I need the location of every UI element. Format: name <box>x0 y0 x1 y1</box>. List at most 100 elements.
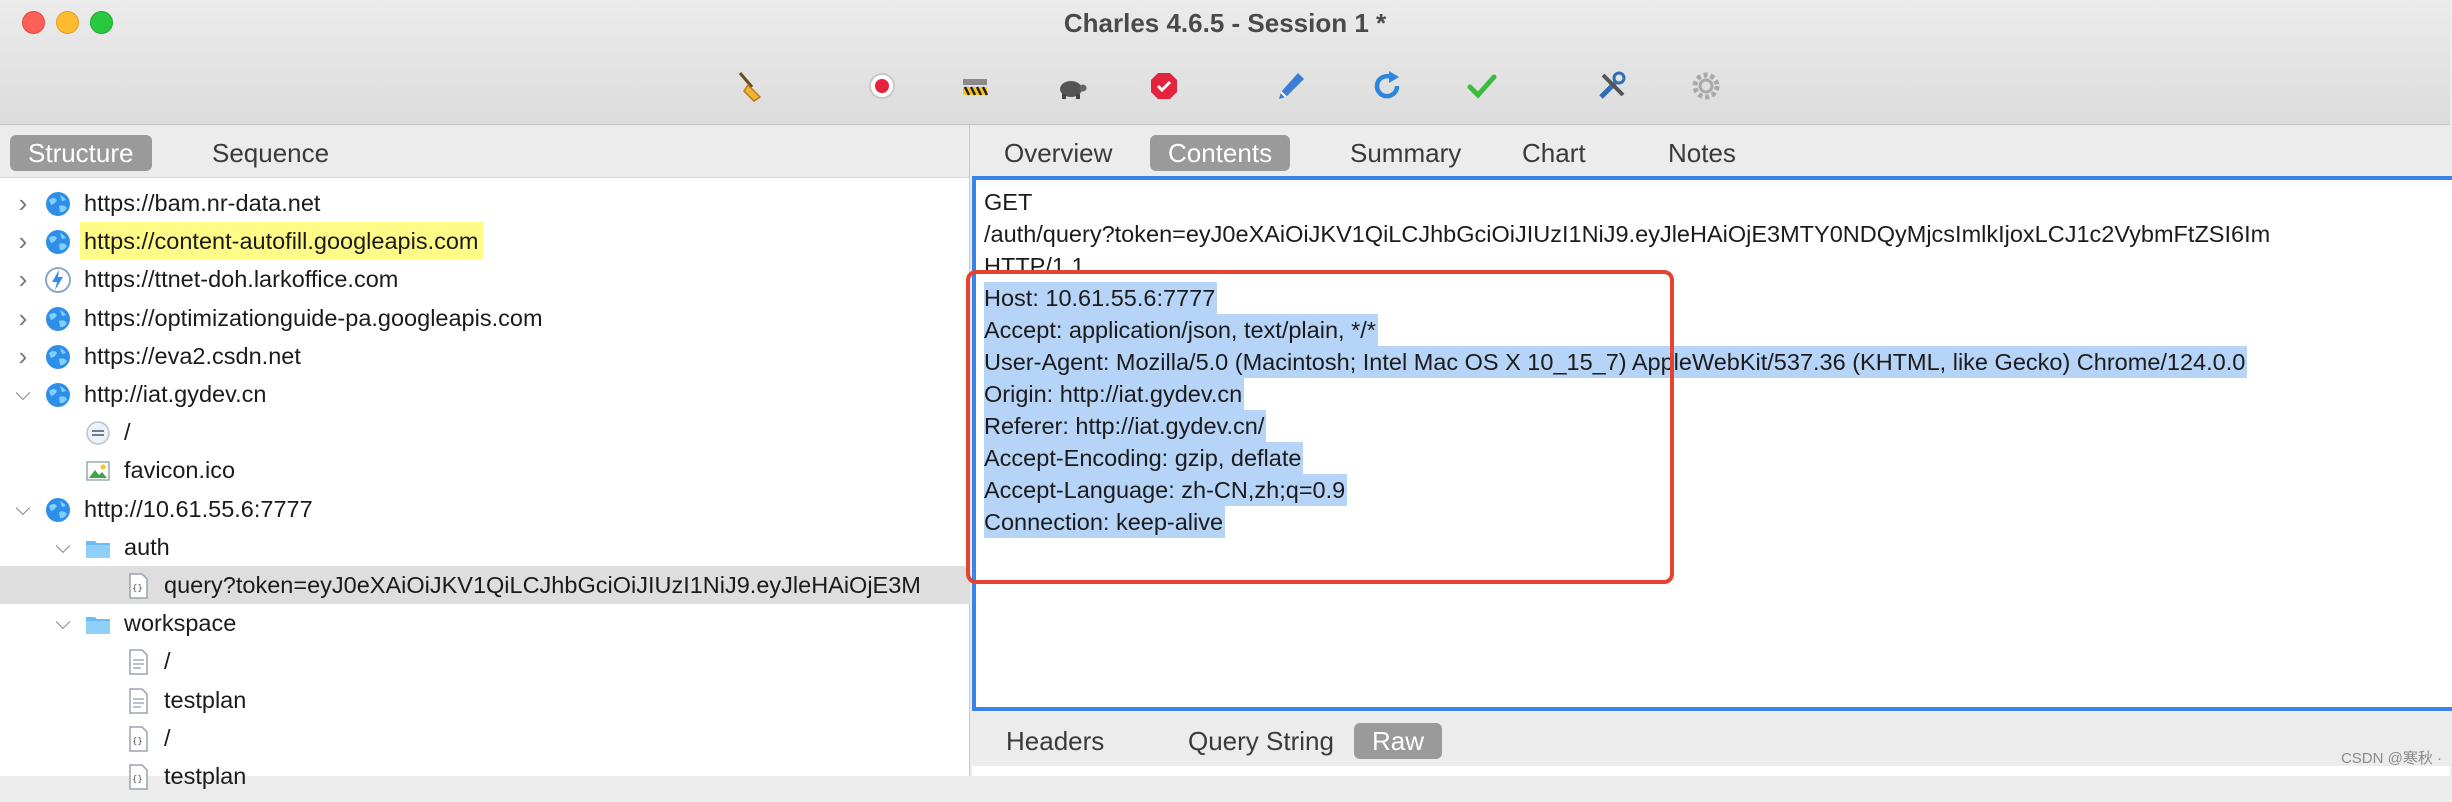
tools-button[interactable] <box>1592 66 1632 106</box>
chevron-right-icon[interactable]: › <box>18 264 28 295</box>
tree-row[interactable]: ⌵ http://iat.gydev.cn <box>0 375 970 413</box>
turtle-button[interactable] <box>1051 66 1091 106</box>
tree-row[interactable]: {} testplan <box>0 757 970 795</box>
tab-raw[interactable]: Raw <box>1354 723 1443 759</box>
tree-item-label: auth <box>124 533 170 560</box>
tree-row[interactable]: ⌵ workspace <box>0 604 970 642</box>
throttle-button[interactable] <box>955 66 995 106</box>
tree-item-label: query?token=eyJ0eXAiOiJKV1QiLCJhbGciOiJI… <box>164 572 921 598</box>
tree-row[interactable]: › https://optimizationguide-pa.googleapis… <box>0 299 970 337</box>
tab-chart[interactable]: Chart <box>1522 138 1586 168</box>
globe-icon <box>44 343 72 371</box>
header-line: Host: 10.61.55.6:7777 <box>984 282 1218 314</box>
chevron-down-icon[interactable]: ⌵ <box>55 612 71 635</box>
tree-row[interactable]: / <box>0 642 970 680</box>
bolt-icon <box>44 266 72 294</box>
minimize-window-button[interactable] <box>56 11 79 34</box>
tree-row[interactable]: › https://bam.nr-data.net <box>0 184 970 222</box>
tree-item-label: favicon.ico <box>124 457 236 484</box>
chevron-down-icon[interactable]: ⌵ <box>15 383 31 405</box>
chevron-right-icon[interactable]: › <box>18 302 28 333</box>
tree-item-label: workspace <box>124 610 237 637</box>
svg-text:{}: {} <box>132 775 143 785</box>
header-line: Connection: keep-alive <box>984 506 1226 538</box>
globe-icon <box>44 228 72 256</box>
doc-icon <box>124 687 152 715</box>
throttle-icon <box>963 79 989 96</box>
tab-query-string[interactable]: Query String <box>1188 726 1334 756</box>
tree-item-label: / <box>164 648 171 675</box>
chevron-down-icon[interactable]: ⌵ <box>15 497 31 520</box>
close-window-button[interactable] <box>22 11 45 34</box>
raw-content-area[interactable] <box>972 766 2450 776</box>
window-title: Charles 4.6.5 - Session 1 * <box>1063 8 1387 38</box>
tab-overview[interactable]: Overview <box>1004 138 1113 168</box>
folder-icon <box>84 610 112 638</box>
tab-structure[interactable]: Structure <box>10 135 152 171</box>
validate-button[interactable] <box>1462 66 1502 106</box>
chevron-right-icon[interactable]: › <box>18 340 28 371</box>
globe-icon <box>44 496 72 524</box>
tree-row[interactable]: › https://content-autofill.googleapis.com <box>0 222 970 261</box>
globe-icon <box>44 381 72 409</box>
tree-item-label: testplan <box>164 763 247 789</box>
tree-row[interactable]: {} / <box>0 719 970 757</box>
tree-row[interactable]: ⌵http://10.61.55.6:7777 <box>0 490 970 528</box>
json-icon: {} <box>124 725 152 753</box>
svg-text:{}: {} <box>132 584 143 594</box>
clear-session-button[interactable] <box>731 66 771 106</box>
settings-button[interactable] <box>1686 66 1726 106</box>
json-icon: {} <box>124 572 152 600</box>
header-line: Origin: http://iat.gydev.cn <box>984 378 1245 410</box>
structure-pane: Structure Sequence › https://bam.nr-data.… <box>0 125 970 790</box>
header-line: Accept-Encoding: gzip, deflate <box>984 442 1304 474</box>
tools-icon <box>1599 71 1626 99</box>
breakpoint-icon <box>1151 73 1177 99</box>
breakpoints-button[interactable] <box>1144 66 1184 106</box>
validate-check-icon <box>1467 74 1497 99</box>
tree-row[interactable]: › https://eva2.csdn.net <box>0 337 970 375</box>
tree-item-label: https://content-autofill.googleapis.com <box>80 222 483 261</box>
broom-icon <box>738 72 762 102</box>
left-tab-bar: Structure Sequence <box>0 125 969 178</box>
request-protocol: HTTP/1.1 <box>984 253 1085 279</box>
record-button[interactable] <box>862 66 902 106</box>
tree-item-label: https://bam.nr-data.net <box>84 190 321 216</box>
image-icon <box>84 457 112 485</box>
watermark: CSDN @寒秋 · <box>2340 750 2442 767</box>
header-line: User-Agent: Mozilla/5.0 (Macintosh; Inte… <box>984 346 2248 378</box>
header-line: Referer: http://iat.gydev.cn/ <box>984 410 1267 442</box>
svg-text:{}: {} <box>132 737 143 747</box>
turtle-icon <box>1060 81 1087 99</box>
tree-row[interactable]: testplan <box>0 681 970 719</box>
tree-item-label: https://eva2.csdn.net <box>84 342 301 369</box>
tree-row[interactable]: favicon.ico <box>0 451 970 489</box>
zoom-window-button[interactable] <box>90 11 113 34</box>
tree-row[interactable]: ⌵ auth <box>0 528 970 566</box>
tree-item-label: / <box>124 419 131 446</box>
request-method: GET <box>984 189 1033 215</box>
tree-item-label: https://optimizationguide-pa.googleapis.… <box>84 304 543 331</box>
globe-icon <box>44 190 72 218</box>
tree-item-label: http://iat.gydev.cn <box>84 381 267 407</box>
repeat-button[interactable] <box>1367 66 1407 106</box>
tab-notes[interactable]: Notes <box>1668 138 1736 168</box>
tree-row[interactable]: › https://ttnet-doh.larkoffice.com <box>0 260 970 298</box>
tab-headers[interactable]: Headers <box>1006 726 1105 756</box>
request-path: /auth/query?token=eyJ0eXAiOiJKV1QiLCJhbG… <box>984 221 2271 247</box>
chevron-right-icon[interactable]: › <box>18 226 28 257</box>
chevron-down-icon[interactable]: ⌵ <box>55 535 71 558</box>
compose-button[interactable] <box>1271 66 1311 106</box>
tab-sequence[interactable]: Sequence <box>212 138 330 168</box>
doc-icon <box>124 648 152 676</box>
tree-row[interactable]: {} query?token=eyJ0eXAiOiJKV1QiLCJhbGciOi… <box>0 566 970 604</box>
tree-item-label: / <box>164 724 171 751</box>
tree-row[interactable]: / <box>0 413 970 451</box>
tab-summary[interactable]: Summary <box>1350 138 1462 168</box>
request-contents[interactable]: GET /auth/query?token=eyJ0eXAiOiJKV1QiLC… <box>966 176 2452 711</box>
folder-icon <box>84 534 112 562</box>
tree-item-label: https://ttnet-doh.larkoffice.com <box>84 266 399 293</box>
chevron-right-icon[interactable]: › <box>18 188 28 218</box>
tab-contents[interactable]: Contents <box>1150 135 1291 171</box>
header-line: Accept-Language: zh-CN,zh;q=0.9 <box>984 474 1348 506</box>
